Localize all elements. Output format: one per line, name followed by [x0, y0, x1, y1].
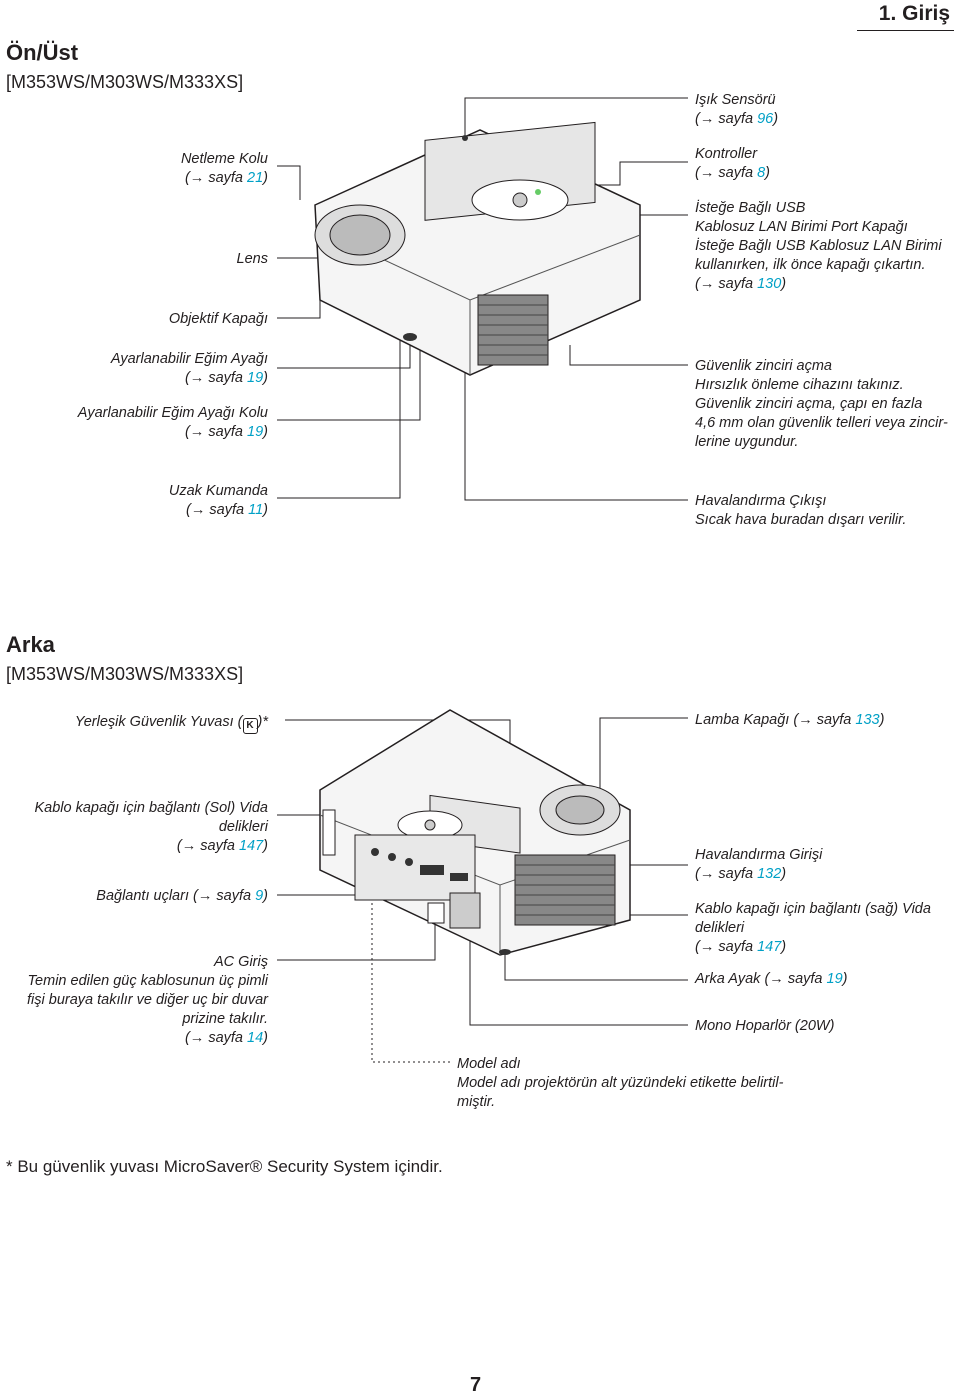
- rear-section-title: Arka: [6, 632, 55, 657]
- page-number: 7: [470, 1374, 482, 1396]
- label-vent-inlet: Havalandırma Girişi (→ sayfa 132): [695, 847, 823, 882]
- chapter-title: 1. Giriş: [856, 0, 954, 31]
- label-rear-foot: Arka Ayak (→ sayfa 19): [695, 971, 848, 987]
- label-vent-outlet: Havalandırma Çıkışı Sıcak hava buradan d…: [695, 493, 907, 528]
- front-section-title: Ön/Üst: [6, 40, 79, 65]
- label-security-chain: Güvenlik zinciri açma Hırsızlık önleme c…: [695, 358, 948, 450]
- label-lens-cap: Objektif Kapağı: [168, 311, 268, 327]
- label-lens: Lens: [236, 251, 268, 267]
- front-projector-illustration: [314, 121, 641, 376]
- label-tilt-foot-lever: Ayarlanabilir Eğim Ayağı Kolu (→ sayfa 1…: [77, 405, 268, 440]
- label-remote-sensor: Uzak Kumanda (→ sayfa 11): [168, 483, 268, 518]
- label-speaker: Mono Hoparlör (20W): [695, 1018, 835, 1034]
- rear-models: [M353WS/M303WS/M333XS]: [6, 664, 244, 684]
- label-lamp-cover: Lamba Kapağı (→ sayfa 133): [695, 712, 885, 728]
- rear-projector-illustration: [319, 709, 631, 956]
- footnote: * Bu güvenlik yuvası MicroSaver® Securit…: [6, 1157, 443, 1176]
- label-cable-cover-right: Kablo kapağı için bağlantı (sağ) Vida de…: [695, 901, 931, 955]
- label-usb-port-cover: İsteğe Bağlı USB Kablosuz LAN Birimi Por…: [695, 200, 942, 292]
- label-ac-input: AC Giriş Temin edilen güç kablosunun üç …: [27, 954, 268, 1046]
- kensington-icon: K: [242, 718, 258, 734]
- label-focus-lever: Netleme Kolu (→ sayfa 21): [180, 151, 268, 186]
- label-model-name: Model adı Model adı projektörün alt yüzü…: [457, 1056, 784, 1110]
- label-security-slot: Yerleşik Güvenlik Yuvası (K)*: [75, 713, 268, 734]
- label-controls: Kontroller (→ sayfa 8): [695, 146, 770, 181]
- front-models: [M353WS/M303WS/M333XS]: [6, 72, 244, 92]
- label-tilt-foot: Ayarlanabilir Eğim Ayağı (→ sayfa 19): [110, 351, 268, 386]
- label-cable-cover-left: Kablo kapağı için bağlantı (Sol) Vida de…: [34, 800, 269, 854]
- label-light-sensor: Işık Sensörü (→ sayfa 96): [695, 92, 779, 127]
- label-terminals: Bağlantı uçları (→ sayfa 9): [96, 888, 268, 904]
